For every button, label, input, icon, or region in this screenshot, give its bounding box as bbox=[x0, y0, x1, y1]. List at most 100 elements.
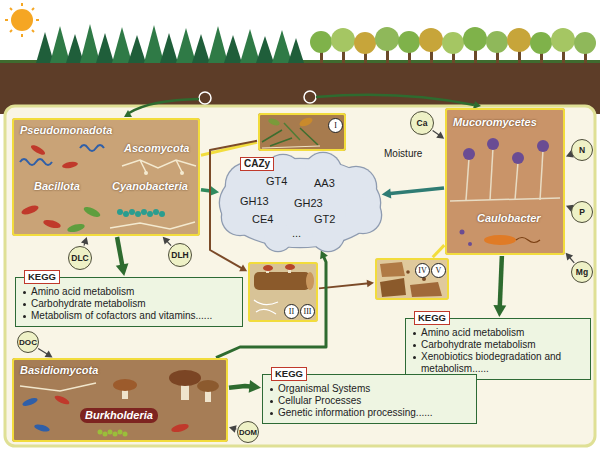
kegg-item: Amino acid metabolism bbox=[412, 327, 584, 339]
factor-label: N bbox=[579, 145, 585, 155]
forest-microbe-scene-part bbox=[110, 222, 195, 229]
taxon-label: Pseudomonadota bbox=[20, 124, 112, 137]
deciduous-trees-part bbox=[574, 32, 596, 54]
stage-panel: I bbox=[258, 113, 346, 151]
forest-microbe-scene-part-part bbox=[147, 211, 153, 217]
driver-circle: DLC bbox=[68, 246, 92, 270]
mineral-soil-scene-part bbox=[468, 242, 472, 246]
deadwood-microbe-scene-part-part bbox=[123, 432, 128, 437]
deadwood-microbe-scene-part-part bbox=[118, 430, 123, 435]
deadwood-microbe-scene-part-part bbox=[103, 432, 108, 437]
factor-label: Ca bbox=[417, 118, 428, 128]
deciduous-trees-part bbox=[486, 31, 508, 53]
decayed-wood-scene-part bbox=[380, 278, 406, 297]
conifer-trees-part bbox=[160, 33, 178, 63]
forest-microbe-scene-part bbox=[82, 205, 101, 219]
kegg-item: Genetic information processing...... bbox=[269, 407, 470, 419]
factor-circle: Ca bbox=[410, 111, 434, 135]
log-scene-part bbox=[254, 272, 310, 290]
forest-microbe-scene-part bbox=[30, 143, 47, 156]
arrow-head bbox=[249, 380, 261, 393]
deadwood-microbe-scene-part bbox=[197, 380, 219, 392]
sky-part bbox=[0, 0, 600, 62]
deadwood-microbe-scene-part bbox=[21, 396, 38, 407]
sampling-marker-part bbox=[124, 110, 132, 117]
forest-microbe-scene-part-part bbox=[141, 209, 147, 215]
conifer-trees-part bbox=[272, 30, 292, 63]
forest-microbe-scene-part-part bbox=[159, 211, 165, 217]
mineral-soil-scene-part bbox=[466, 158, 469, 200]
arrow-head bbox=[45, 350, 53, 357]
forest-microbe-scene-part bbox=[42, 218, 61, 229]
sampling-marker-part bbox=[304, 91, 316, 103]
cloud-shape bbox=[220, 153, 381, 251]
log-scene-part bbox=[248, 262, 318, 322]
mineral-soil-scene bbox=[445, 108, 565, 255]
deadwood-microbe-scene-part bbox=[12, 358, 228, 442]
enzyme-family: AA3 bbox=[314, 177, 335, 189]
cloud-shape bbox=[345, 197, 381, 233]
mineral-soil-scene-part bbox=[516, 238, 540, 243]
litter-scene-part bbox=[258, 113, 346, 151]
arrow-head bbox=[81, 237, 88, 245]
deadwood-microbe-scene-part-part bbox=[108, 430, 113, 435]
enzyme-family: GT2 bbox=[314, 213, 335, 225]
mineral-soil-scene-part bbox=[540, 150, 543, 200]
deciduous-trees-part bbox=[354, 32, 376, 54]
taxon-label: Ascomycota bbox=[124, 142, 189, 155]
connector-arrow bbox=[163, 237, 171, 246]
forest-microbe-scene-part bbox=[20, 159, 52, 165]
kegg-item: Amino acid metabolism bbox=[22, 286, 236, 298]
deadwood-microbe-scene-part bbox=[53, 394, 70, 406]
conifer-trees bbox=[36, 24, 304, 63]
connector-line bbox=[433, 245, 445, 257]
driver-label: DLC bbox=[71, 253, 88, 263]
deadwood-microbe-scene-part bbox=[169, 370, 201, 386]
driver-circle: DOC bbox=[17, 331, 39, 353]
deciduous-trees-part bbox=[442, 32, 464, 54]
decayed-wood-scene-part bbox=[380, 262, 405, 277]
stage-number: I bbox=[328, 118, 343, 133]
cazy-title: CAZy bbox=[240, 157, 274, 171]
conifer-trees-part bbox=[128, 35, 146, 63]
driver-label: DOC bbox=[19, 338, 37, 347]
driver-label: DOM bbox=[239, 428, 257, 437]
log-scene-part bbox=[285, 264, 295, 270]
mineral-soil-scene-part bbox=[515, 162, 518, 200]
connector-arrow bbox=[433, 130, 445, 138]
connector-arrow bbox=[493, 256, 506, 317]
deciduous-trees-part bbox=[375, 27, 399, 51]
litter-scene-part bbox=[267, 117, 280, 127]
arrow-head bbox=[493, 305, 506, 317]
kegg-title: KEGG bbox=[414, 311, 450, 325]
factor-label: P bbox=[579, 207, 585, 217]
decayed-wood-scene-part bbox=[375, 258, 449, 300]
mineral-soil-scene-part bbox=[537, 140, 549, 152]
deadwood-microbe-scene-part bbox=[33, 423, 50, 433]
driver-circle: DOM bbox=[237, 421, 259, 443]
taxon-label: Caulobacter bbox=[477, 212, 541, 225]
sun-icon bbox=[5, 3, 39, 37]
conifer-trees-part bbox=[224, 35, 242, 63]
forest-microbe-scene-part bbox=[62, 161, 79, 170]
microbe-panel: BasidiomycotaBurkholderia bbox=[12, 358, 228, 442]
deciduous-trees-part bbox=[331, 28, 355, 52]
sun-icon-part bbox=[21, 3, 23, 6]
kegg-item: Organismal Systems bbox=[269, 383, 470, 395]
log-scene-part bbox=[306, 272, 314, 290]
enzyme-family: GH13 bbox=[240, 195, 269, 207]
deadwood-microbe-scene-part-part bbox=[98, 430, 103, 435]
stage-panel: IIIII bbox=[248, 262, 318, 322]
enzyme-family: GT4 bbox=[266, 175, 287, 187]
mineral-soil-scene-part bbox=[512, 152, 524, 164]
arrow-head bbox=[116, 263, 129, 276]
sun-icon-part bbox=[11, 9, 33, 31]
kegg-title: KEGG bbox=[271, 367, 307, 381]
forest-microbe-scene-part bbox=[122, 160, 196, 172]
log-scene-part bbox=[254, 300, 278, 314]
mineral-soil-scene-part bbox=[487, 138, 499, 150]
deciduous-trees bbox=[310, 27, 596, 63]
arrow-head bbox=[367, 280, 374, 288]
enzyme-family: CE4 bbox=[252, 213, 273, 225]
